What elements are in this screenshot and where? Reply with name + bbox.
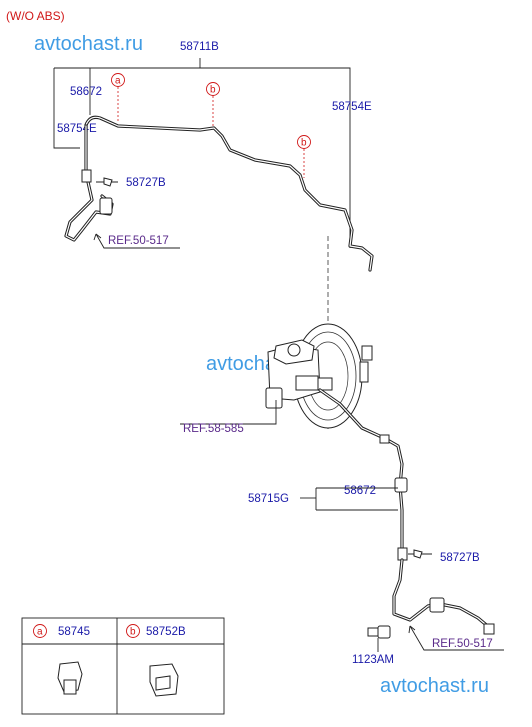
legend-item-a: a 58745 [33, 624, 90, 695]
master-cylinder-booster [265, 323, 373, 429]
svg-text:b: b [301, 138, 307, 149]
label-clip-upper: 58672 [70, 86, 102, 98]
tube-lower-bracket [315, 487, 398, 511]
lower-hose [392, 547, 495, 635]
label-clip-bracket-lower: 58727B [440, 552, 480, 564]
clip-bracket-lower-icon [413, 549, 423, 559]
ref-master-leader [180, 400, 277, 425]
svg-text:b: b [210, 85, 216, 96]
ref-lower-leader [409, 625, 504, 651]
label-hose-upper-right: 58754E [332, 101, 372, 113]
label-tube-lower: 58715G [248, 493, 289, 505]
main-brake-tube [84, 115, 374, 272]
label-bolt: 1123AM [352, 654, 394, 666]
parts-legend: a 58745 b 58752B [21, 617, 225, 715]
label-hose-upper-left: 58754E [57, 123, 97, 135]
upper-left-hose [64, 124, 114, 242]
svg-text:a: a [37, 627, 43, 638]
tube-bracket-line [54, 67, 351, 248]
label-ref-master: REF.58-585 [183, 423, 244, 435]
watermark-bottom: avtochast.ru [380, 675, 489, 697]
variant-title: (W/O ABS) [6, 9, 65, 23]
label-clip-lower: 58672 [344, 485, 376, 497]
legend-item-b: b 58752B [126, 624, 186, 697]
clip-b-icon [149, 663, 179, 697]
label-tube-main: 58711B [180, 41, 219, 53]
callout-b-middle: b [297, 135, 311, 178]
legend-part-a: 58745 [58, 626, 90, 638]
ref-upper-leader [95, 233, 180, 249]
svg-text:a: a [115, 76, 121, 87]
lower-brake-tube [318, 388, 408, 550]
svg-text:b: b [130, 627, 136, 638]
legend-part-b: 58752B [146, 626, 186, 638]
clip-a-icon [57, 661, 83, 695]
callout-a-upper: a [111, 73, 125, 122]
watermark-top: avtochast.ru [34, 33, 143, 55]
ref-upper-arrow [93, 233, 102, 241]
clip-bracket-upper-icon [103, 177, 113, 187]
bolt-part [367, 625, 391, 639]
callout-b-upper: b [206, 82, 220, 128]
label-ref-lower: REF.50-517 [432, 638, 493, 650]
label-clip-bracket-upper: 58727B [126, 177, 166, 189]
ref-lower-arrow [408, 625, 416, 634]
hose-left-bracket-line [53, 68, 80, 149]
label-ref-upper: REF.50-517 [108, 235, 169, 247]
